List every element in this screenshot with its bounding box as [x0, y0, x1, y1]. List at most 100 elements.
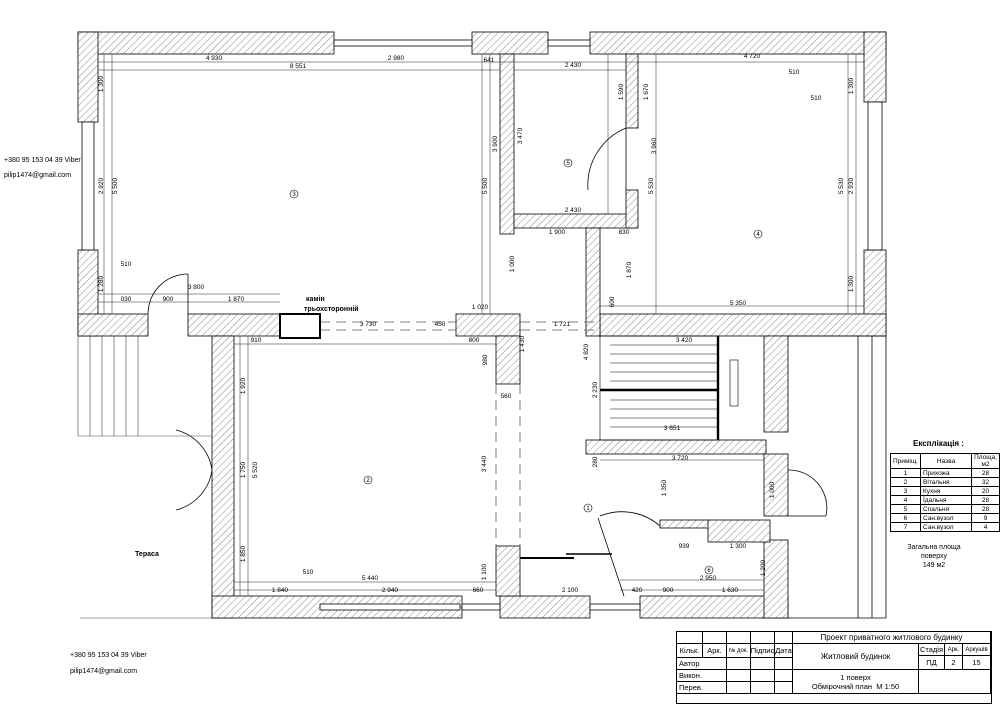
- text-stamp-row_labels-2: Перев.: [677, 682, 727, 694]
- text-dims-d2940: 2 940: [382, 587, 399, 594]
- explication-header: Площа, м2: [971, 453, 1000, 469]
- text-dims-d2950: 2 950: [700, 575, 717, 582]
- text-dims-d1200: 1 200: [760, 559, 767, 576]
- text-explication-rows-6-1: Сан.вузол: [919, 522, 973, 532]
- text-explication-rows-5-0: 6: [890, 513, 921, 523]
- text-dims-d1630: 1 630: [722, 587, 739, 594]
- text-dims-d641: 641: [484, 57, 495, 64]
- text-dims-d1920: 1 920: [240, 377, 247, 394]
- text-explication-rows-1-1: Вітальня: [919, 477, 973, 487]
- fireplace-label-2: трьохсторонній: [304, 305, 359, 313]
- dimension-texts: 4 930 2 980 641 8 551 2 430 4 720 510 51…: [121, 53, 822, 594]
- text-dims-d1900: 1 900: [549, 229, 566, 236]
- text-explication-rows-4-2: 28: [971, 504, 1000, 514]
- text-explication-rows-5-2: 9: [971, 513, 1000, 523]
- text-dims-d1280: 1 280: [98, 275, 105, 292]
- text-dims-d900a: 900: [163, 296, 174, 303]
- text-explication-total_line1: Загальна площа поверху: [907, 544, 961, 560]
- text-dims-d510c: 510: [121, 261, 132, 268]
- text-dims-d939: 939: [679, 543, 690, 550]
- door-swings: [147, 127, 828, 597]
- text-dims-d3440: 3 440: [481, 455, 488, 472]
- text-dims-d1300d: 1 300: [730, 543, 747, 550]
- text-explication-rows-6-0: 7: [890, 522, 921, 532]
- text-dims-d600: 600: [609, 296, 616, 307]
- text-dims-d4930: 4 930: [206, 55, 223, 62]
- text-dims-d5500: 5 500: [112, 177, 119, 194]
- text-dims-d1300c: 1 300: [848, 275, 855, 292]
- project-title: Проект приватного житлового будинку: [793, 632, 991, 644]
- text-dims-d4720: 4 720: [744, 53, 761, 60]
- text-dims-d1350: 1 350: [661, 479, 668, 496]
- text-explication-rows-2-0: 3: [890, 486, 921, 496]
- total-area-note: Загальна площа поверху 149 м2: [895, 543, 973, 570]
- text-dims-d2930: 2 930: [848, 177, 855, 194]
- text-stamp-row_labels-0: Автор: [677, 658, 727, 670]
- text-explication-rows-3-0: 4: [890, 495, 921, 505]
- text-stamp-col_headers-4: Дата: [775, 644, 793, 658]
- contact-phone-top: +380 95 153 04 39 Viber: [4, 157, 81, 164]
- text-dims-d1000b: 1 000: [509, 255, 516, 272]
- text-stamp-sheet_line1: 1 поверх: [840, 672, 871, 682]
- text-dims-d5530: 5 530: [648, 177, 655, 194]
- text-dims-d3420: 3 420: [676, 337, 693, 344]
- explication-header: Приміщ.: [890, 453, 921, 469]
- text-dims-d3730: 3 730: [360, 321, 377, 328]
- text-dims-d2100: 2 100: [562, 587, 579, 594]
- contact-email-top: pilip1474@gmail.com: [4, 172, 72, 179]
- text-stamp-stage_values-2: 15: [963, 656, 991, 670]
- fireplace: [279, 313, 321, 339]
- text-stamp-col_headers-3: Підпис: [751, 644, 775, 658]
- text-stamp-stage_values-0: ПД: [919, 656, 945, 670]
- room-number-1: 1: [586, 506, 590, 512]
- text-dims-d2980: 2 980: [388, 55, 405, 62]
- fireplace-label-1: камін: [306, 295, 325, 303]
- text-stamp-row_labels-1: Викон.: [677, 670, 727, 682]
- text-explication-rows-3-1: Їдальня: [919, 495, 973, 505]
- dimension-lines: [98, 54, 864, 596]
- text-dims-d510a: 510: [789, 69, 800, 76]
- object-name: Житловий будинок: [793, 644, 919, 670]
- text-dims-d510d: 510: [303, 569, 314, 576]
- text-explication-rows-3-2: 28: [971, 495, 1000, 505]
- terrace: [77, 336, 212, 619]
- room-markers: [289, 158, 763, 575]
- text-stamp-stage_headers-1: Арк.: [945, 644, 963, 656]
- text-dims-d2430a: 2 430: [565, 62, 582, 69]
- text-dims-d2920: 2 920: [98, 177, 105, 194]
- room-number-6: 6: [707, 568, 711, 574]
- text-dims-d5500b: 5 500: [482, 177, 489, 194]
- text-dims-d1300a: 1 300: [98, 75, 105, 92]
- text-dims-d1850: 1 850: [240, 545, 247, 562]
- text-stamp-sheet_line2: Обмірочний план: [811, 681, 873, 691]
- room-number-2: 2: [366, 478, 370, 484]
- walls: [77, 31, 887, 619]
- text-dims-d1870: 1 870: [228, 296, 245, 303]
- text-dims-d830: 830: [619, 229, 630, 236]
- terrace-label: Тераса: [135, 551, 159, 558]
- text-dims-d280: 280: [592, 456, 599, 467]
- text-dims-d8551: 8 551: [290, 63, 307, 70]
- text-stamp-stage_headers-2: Аркушів: [963, 644, 991, 656]
- room-number-4: 4: [756, 232, 760, 238]
- text-dims-d3960: 3 960: [651, 137, 658, 154]
- text-dims-d1721: 1 721: [554, 321, 571, 328]
- text-explication-rows-1-0: 2: [890, 477, 921, 487]
- text-dims-d1590: 1 590: [618, 83, 625, 100]
- text-dims-d1750: 1 750: [240, 461, 247, 478]
- text-stamp-col_headers-2: № док.: [727, 644, 751, 658]
- text-dims-d900b: 900: [663, 587, 674, 594]
- text-explication-rows-2-1: Кухня: [919, 486, 973, 496]
- text-dims-d1870b: 1 870: [626, 261, 633, 278]
- text-dims-d980: 980: [482, 354, 489, 365]
- text-explication-rows-5-1: Сан.вузол: [919, 513, 973, 523]
- text-stamp-stage_values-1: 2: [945, 656, 963, 670]
- text-dims-d1300b: 1 300: [848, 77, 855, 94]
- text-stamp-col_headers-1: Арк.: [703, 644, 727, 658]
